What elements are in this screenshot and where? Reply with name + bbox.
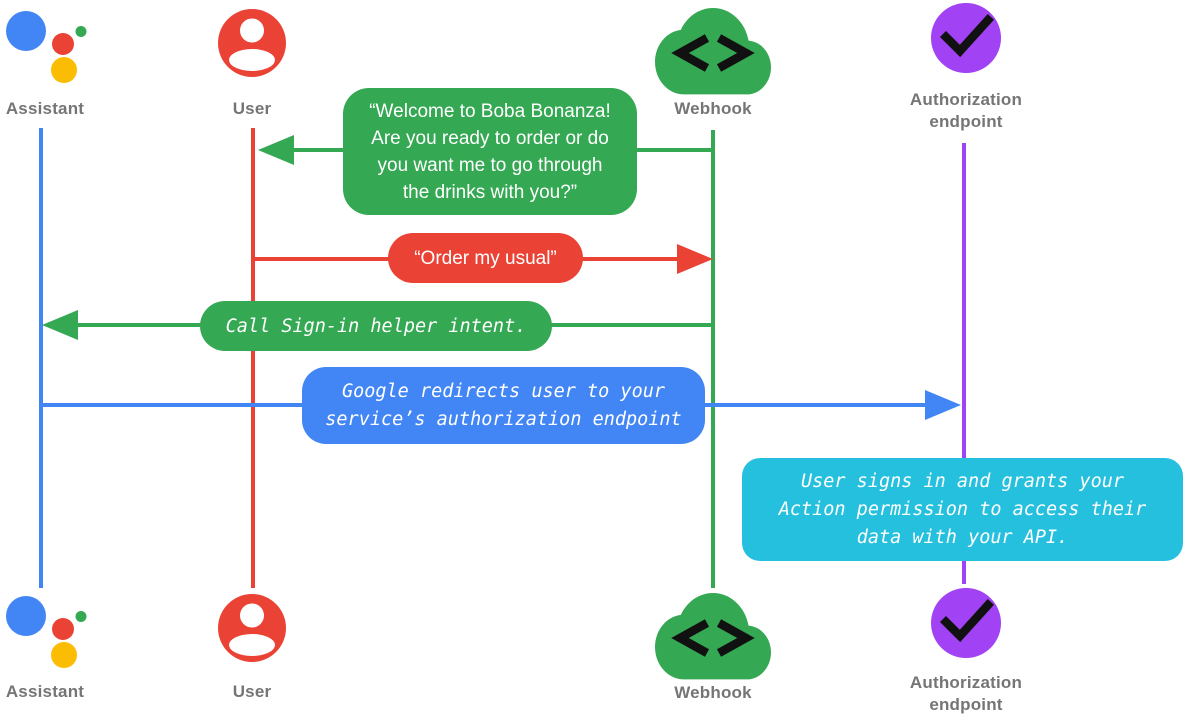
arrowhead-signin	[42, 310, 78, 340]
check-circle-icon	[931, 588, 1001, 658]
webhook-lifeline	[711, 130, 715, 588]
person-circle-icon	[218, 594, 286, 662]
webhook-label-top: Webhook	[674, 99, 752, 118]
note-user-signs-in: User signs in and grants your Action per…	[742, 458, 1183, 561]
auth-label-line: Authorization	[909, 673, 1023, 692]
message-redirect: Google redirects user to your service’s …	[302, 367, 705, 444]
check-circle-icon	[931, 3, 1001, 73]
message-line: service’s authorization endpoint	[325, 408, 682, 430]
user-lifeline	[251, 128, 255, 588]
person-circle-icon	[218, 9, 286, 77]
message-line: User signs in and grants your	[800, 470, 1124, 492]
arrowhead-welcome	[258, 135, 294, 165]
arrowhead-redirect	[925, 390, 961, 420]
auth-label-line: endpoint	[929, 112, 1003, 131]
assistant-label-bottom: Assistant	[5, 682, 85, 701]
google-assistant-logo	[6, 596, 87, 668]
message-line: Action permission to access their	[778, 498, 1147, 520]
message-order: “Order my usual”	[388, 233, 583, 283]
message-line: Are you ready to order or do	[371, 127, 609, 149]
auth-label-top: Authorization endpoint	[896, 89, 1036, 133]
assistant-lifeline	[39, 128, 43, 588]
message-line: you want me to go through	[377, 154, 603, 176]
user-label-top: User	[232, 99, 272, 118]
message-line: the drinks with you?”	[402, 181, 578, 203]
message-signin: Call Sign-in helper intent.	[200, 301, 552, 351]
auth-lifeline	[962, 143, 966, 584]
message-line: data with your API.	[856, 526, 1069, 548]
cloud-code-icon	[655, 8, 771, 95]
message-line: Google redirects user to your	[341, 380, 665, 402]
auth-label-line: Authorization	[909, 90, 1023, 109]
message-line: “Order my usual”	[414, 247, 557, 269]
message-line: Call Sign-in helper intent.	[225, 315, 527, 337]
arrowhead-order	[677, 244, 713, 274]
message-welcome: “Welcome to Boba Bonanza! Are you ready …	[343, 88, 637, 215]
auth-label-line: endpoint	[929, 695, 1003, 714]
cloud-code-icon	[655, 593, 771, 680]
message-line: “Welcome to Boba Bonanza!	[369, 100, 611, 122]
user-label-bottom: User	[232, 682, 272, 701]
webhook-label-bottom: Webhook	[674, 683, 752, 702]
auth-label-bottom: Authorization endpoint	[896, 672, 1036, 716]
assistant-label-top: Assistant	[5, 99, 85, 118]
google-assistant-logo	[6, 11, 87, 83]
